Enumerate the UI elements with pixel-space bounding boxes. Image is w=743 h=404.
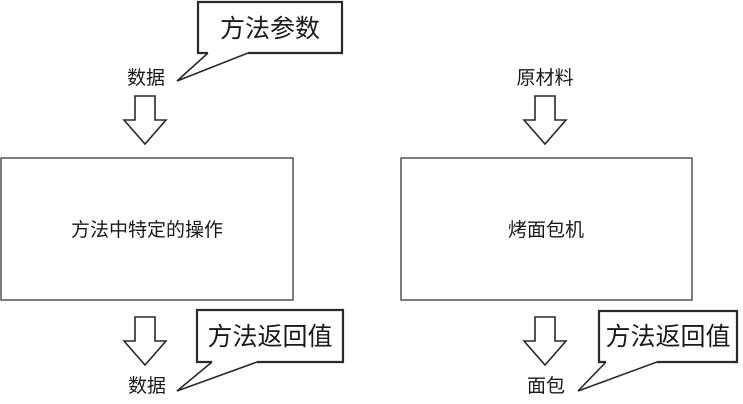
method-return-left-text: 方法返回值 (207, 323, 332, 351)
method-return-right-callout: 方法返回值 (577, 309, 739, 392)
method-return-right-text: 方法返回值 (605, 323, 730, 351)
left-process-box (0, 157, 294, 301)
down-arrow-icon (122, 316, 168, 367)
right-output-label: 面包 (527, 375, 565, 397)
right-process-box (400, 157, 693, 301)
callout-border (195, 308, 345, 364)
right-process-label: 烤面包机 (508, 219, 584, 241)
method-params-text: 方法参数 (220, 15, 320, 43)
down-arrow-icon (522, 95, 568, 146)
callout-bubble (599, 311, 737, 362)
callout-tail (577, 361, 658, 392)
callout-tail (176, 361, 258, 392)
callout-border (597, 309, 739, 364)
down-arrow-icon (522, 316, 568, 367)
method-params-callout: 方法参数 (176, 0, 344, 82)
callout-bubble (198, 2, 342, 53)
left-process-label: 方法中特定的操作 (71, 219, 223, 241)
callout-bubble (197, 310, 343, 362)
left-input-label: 数据 (127, 67, 165, 89)
method-return-left-callout: 方法返回值 (176, 308, 345, 392)
down-arrow-icon (122, 95, 168, 146)
left-output-label: 数据 (128, 375, 166, 397)
right-input-label: 原材料 (516, 67, 573, 89)
callout-tail (176, 52, 249, 82)
callout-border (196, 0, 344, 55)
